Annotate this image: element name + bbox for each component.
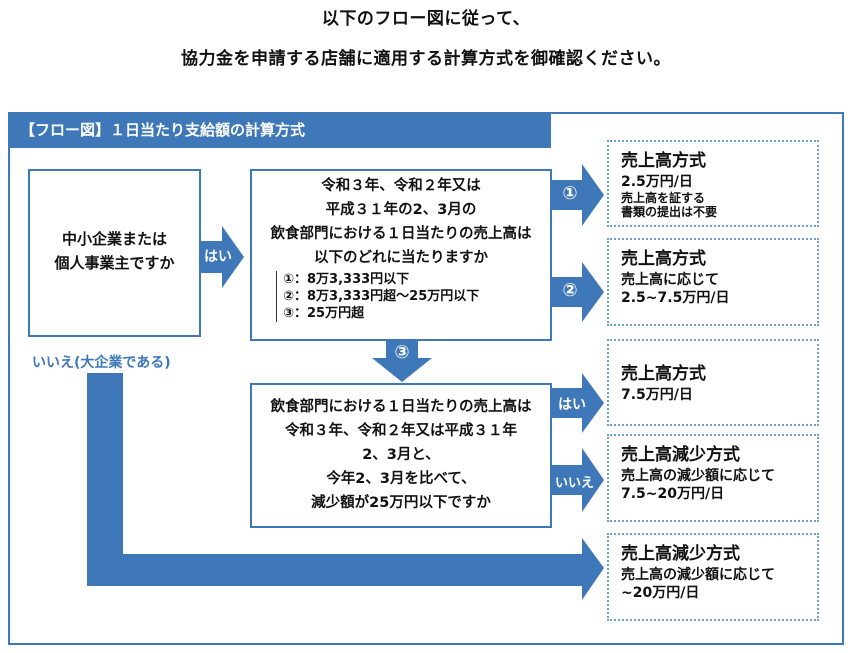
result-4-line-1: 売上高の減少額に応じて: [621, 468, 775, 484]
label-yes-3: はい: [558, 397, 586, 413]
header-line-1: 以下のフロー図に従って、: [321, 9, 531, 29]
question-sales-line-2: 平成３１年の2、3月の: [325, 202, 477, 218]
arrow-branch-2: [551, 262, 604, 322]
question-decrease-line-2: 令和３年、令和２年又は平成３１年: [285, 423, 517, 439]
result-3-title: 売上高方式: [621, 364, 706, 384]
question-decrease-line-3: 2、3月と、: [362, 447, 440, 463]
label-branch-2: ②: [562, 280, 578, 301]
result-5-title: 売上高減少方式: [621, 544, 740, 564]
result-decrease-7-5-20: 売上高減少方式 売上高の減少額に応じて 7.5~20万円/日: [607, 434, 819, 522]
question-sales-line-4: 以下のどれに当たりますか: [314, 250, 488, 266]
arrow-no-1: [87, 538, 604, 600]
no-path-vertical: [87, 373, 123, 586]
arrow-yes-1: [200, 226, 244, 288]
question-decrease: 飲食部門における１日当たりの売上高は 令和３年、令和２年又は平成３１年 2、3月…: [250, 383, 552, 528]
arrow-yes-3: [551, 373, 604, 433]
result-sales-fixed-2-5: 売上高方式 2.5万円/日 売上高を証する 書類の提出は不要: [607, 140, 819, 227]
arrow-no-3: [551, 448, 604, 512]
header-line-2: 協力金を申請する店舗に適用する計算方式を御確認ください。: [181, 49, 671, 69]
flow-title: 【フロー図】１日当たり支給額の計算方式: [8, 112, 551, 148]
question-sme-line-2: 個人事業主ですか: [54, 254, 175, 272]
option-3: ③：25万円超: [283, 306, 365, 321]
result-5-line-1: 売上高の減少額に応じて: [621, 567, 775, 583]
result-2-line-2: 2.5~7.5万円/日: [621, 290, 730, 306]
result-sales-fixed-7-5: 売上高方式 7.5万円/日: [607, 339, 819, 426]
question-sales-line-3: 飲食部門における１日当たりの売上高は: [270, 226, 532, 242]
result-4-line-2: 7.5~20万円/日: [621, 486, 725, 502]
arrow-branch-3: [372, 340, 432, 382]
question-sme-line-1: 中小企業または: [61, 230, 167, 248]
result-decrease-up-to-20: 売上高減少方式 売上高の減少額に応じて ~20万円/日: [607, 533, 819, 621]
question-sales: 令和３年、令和２年又は 平成３１年の2、3月の 飲食部門における１日当たりの売上…: [250, 169, 552, 341]
question-sales-options: ①：8万3,333円以下 ②：8万3,333円超～25万円以下 ③：25万円超: [276, 271, 479, 322]
label-no-3: いいえ: [555, 476, 595, 491]
result-1-line-2: 売上高を証する: [621, 191, 706, 205]
option-1: ①：8万3,333円以下: [283, 272, 410, 287]
question-sme: 中小企業または 個人事業主ですか: [28, 169, 201, 337]
result-1-title: 売上高方式: [621, 151, 706, 171]
question-decrease-line-5: 減少額が25万円以下ですか: [311, 495, 491, 511]
result-2-title: 売上高方式: [621, 249, 706, 269]
question-decrease-line-1: 飲食部門における１日当たりの売上高は: [270, 399, 532, 415]
label-no-1: いいえ(大企業である): [32, 355, 171, 371]
label-branch-1: ①: [562, 183, 578, 204]
result-3-line-1: 7.5万円/日: [621, 387, 693, 403]
result-2-line-1: 売上高に応じて: [621, 272, 719, 288]
option-2: ②：8万3,333円超～25万円以下: [283, 289, 480, 304]
question-decrease-line-4: 今年2、3月を比べて、: [326, 471, 476, 487]
result-1-line-1: 2.5万円/日: [621, 174, 693, 190]
result-5-line-2: ~20万円/日: [621, 585, 700, 601]
arrow-branch-1: [551, 164, 604, 226]
label-yes-1: はい: [204, 249, 232, 265]
result-4-title: 売上高減少方式: [621, 445, 740, 465]
result-sales-variable: 売上高方式 売上高に応じて 2.5~7.5万円/日: [607, 238, 819, 326]
label-branch-3: ③: [394, 342, 410, 363]
result-1-line-3: 書類の提出は不要: [621, 205, 718, 219]
question-sales-line-1: 令和３年、令和２年又は: [321, 178, 481, 194]
